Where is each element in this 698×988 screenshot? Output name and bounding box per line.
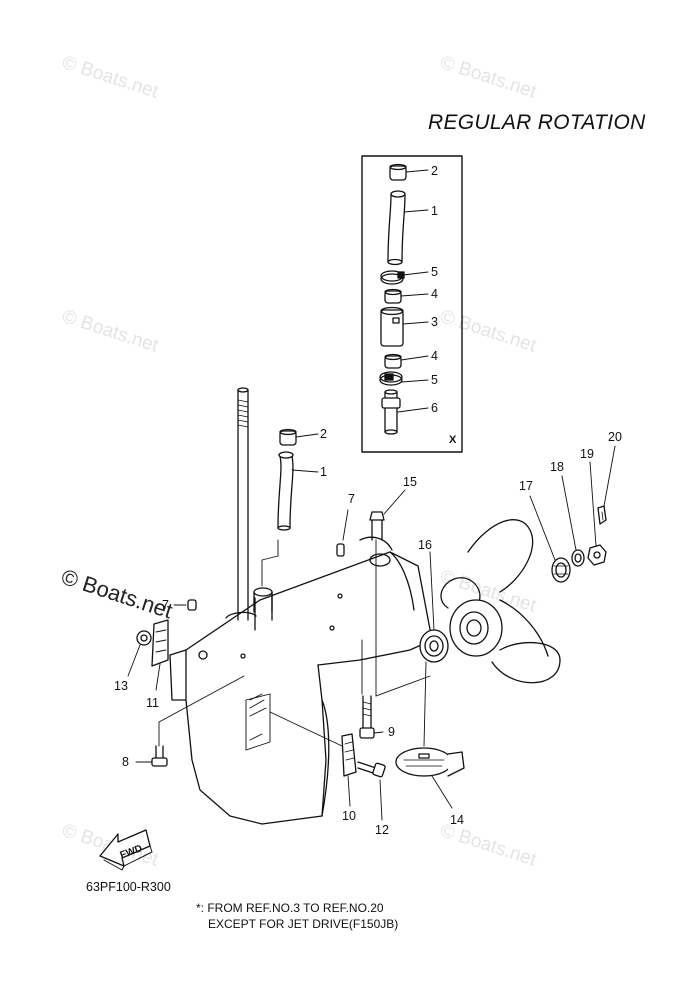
callout-inset-3: 3: [431, 315, 438, 329]
nut-19: [587, 544, 607, 566]
dowel-pin-left: [187, 599, 197, 611]
callout-inset-4b: 4: [431, 349, 438, 363]
leader-line: [261, 539, 279, 587]
bolt-8: [151, 745, 168, 767]
main-leaders: [127, 433, 616, 821]
callout-inset-4a: 4: [431, 287, 438, 301]
fwd-arrow-icon: FWD: [99, 829, 153, 871]
callout-inset-5b: 5: [431, 373, 438, 387]
driveshaft: [237, 387, 249, 621]
callout-main-10: 10: [342, 809, 356, 823]
inset-box: X: [361, 155, 463, 453]
diagram-title: REGULAR ROTATION: [428, 111, 646, 134]
footnote-line-2: EXCEPT FOR JET DRIVE(F150JB): [208, 917, 399, 931]
washer-18: [571, 549, 585, 567]
inset-part-3: [380, 306, 404, 347]
drawing-code: 63PF100-R300: [86, 880, 171, 894]
callout-main-7a: 7: [348, 492, 355, 506]
inset-marker: X: [449, 434, 457, 446]
inset-part-2: [389, 163, 407, 181]
inset-part-5b: [379, 371, 403, 386]
callout-main-8: 8: [122, 755, 129, 769]
anode-10: [341, 733, 357, 777]
callout-main-7b: 7: [162, 598, 169, 612]
inset-leaders: [397, 169, 429, 413]
trim-tab-14: [395, 747, 465, 777]
inset-part-5a: [380, 270, 405, 285]
propeller: [440, 519, 561, 684]
callout-main-2: 2: [320, 427, 327, 441]
callout-main-17: 17: [519, 479, 533, 493]
bolt-12: [357, 761, 386, 778]
cotter-pin-20: [597, 505, 607, 525]
bolt-15: [369, 511, 385, 541]
callout-main-15: 15: [403, 475, 417, 489]
callout-main-9: 9: [388, 725, 395, 739]
callout-inset-5a: 5: [431, 265, 438, 279]
footnote-line-1: *: FROM REF.NO.3 TO REF.NO.20: [196, 901, 384, 915]
seal-16: [419, 629, 449, 663]
footnote: *: FROM REF.NO.3 TO REF.NO.20 EXCEPT FOR…: [196, 900, 398, 932]
inset-part-1: [387, 190, 406, 266]
callout-main-20: 20: [608, 430, 622, 444]
callout-main-18: 18: [550, 460, 564, 474]
spacer-17: [551, 557, 571, 583]
callout-main-1: 1: [320, 465, 327, 479]
callout-main-16: 16: [418, 538, 432, 552]
nut-13: [136, 630, 152, 646]
callout-main-11: 11: [146, 696, 159, 710]
anode-11: [151, 619, 169, 667]
callout-inset-1: 1: [431, 204, 438, 218]
water-tube: [277, 428, 297, 531]
inset-part-6: [381, 389, 401, 435]
callout-main-14: 14: [450, 813, 464, 827]
inset-part-4b: [384, 353, 402, 369]
callouts: 2 1 5 4 3 4 5 6 2 1 7 15 7 13 11 16 17 1…: [114, 164, 622, 837]
callout-main-13: 13: [114, 679, 128, 693]
callout-main-12: 12: [375, 823, 389, 837]
bolt-9: [359, 695, 375, 739]
callout-inset-2: 2: [431, 164, 438, 178]
lower-unit-housing: [169, 536, 433, 825]
callout-inset-6: 6: [431, 401, 438, 415]
inset-part-4a: [384, 288, 402, 304]
dowel-pin-upper: [336, 543, 345, 557]
callout-main-19: 19: [580, 447, 594, 461]
